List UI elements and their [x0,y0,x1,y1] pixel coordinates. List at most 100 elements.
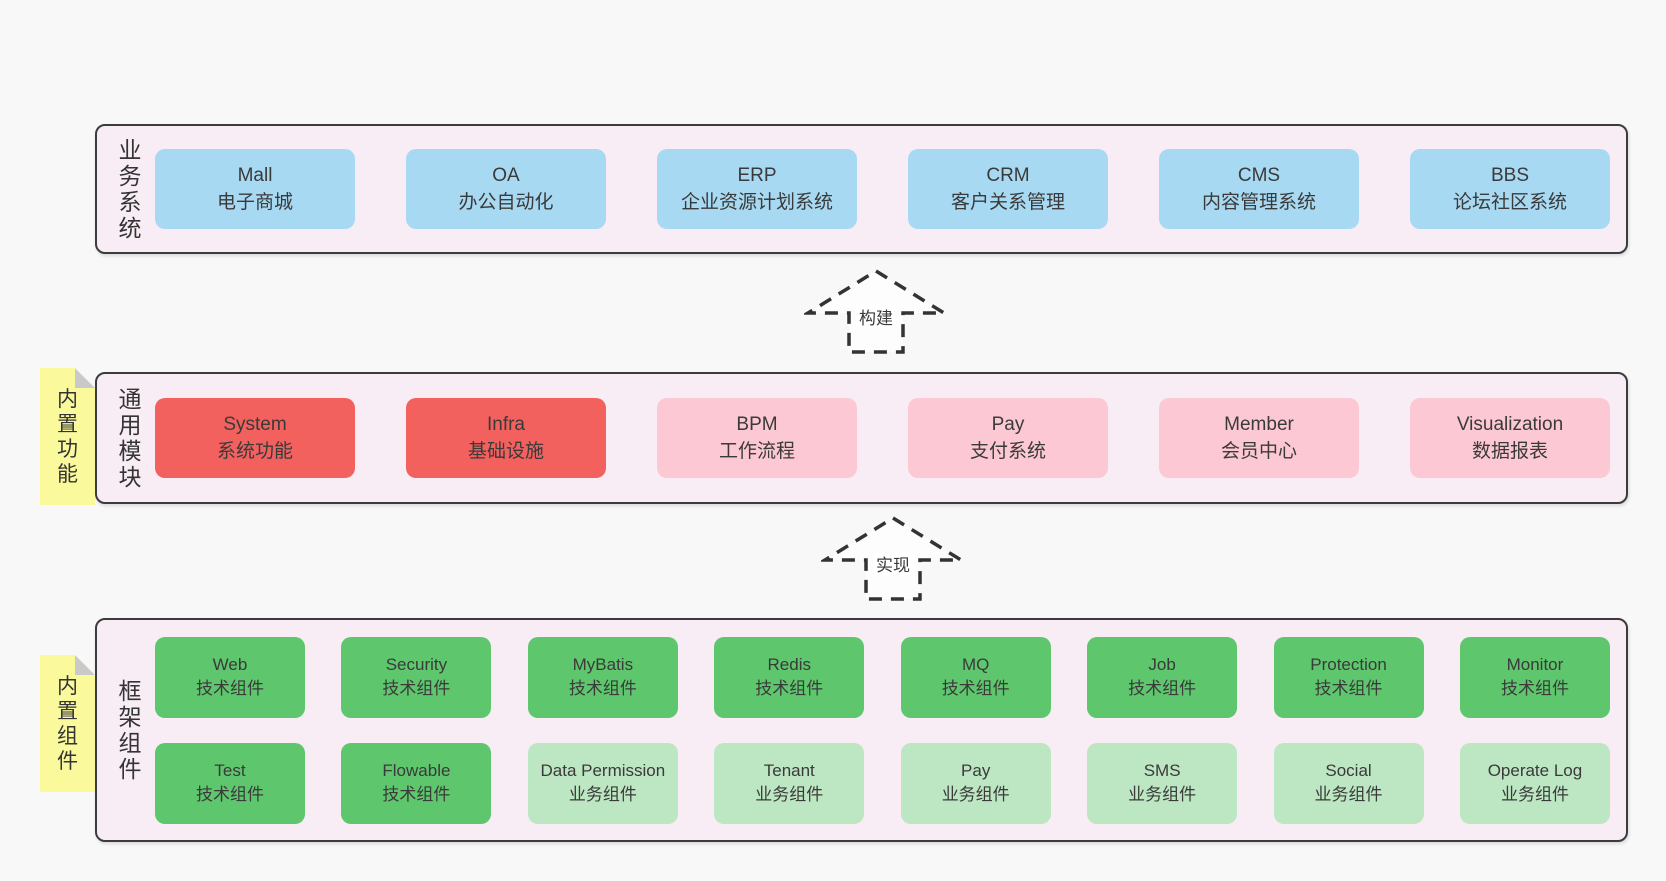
box-mq: MQ 技术组件 [900,636,1051,718]
box-desc: 技术组件 [196,679,264,698]
box-redis: Redis 技术组件 [714,636,865,718]
box-test: Test 技术组件 [155,742,305,824]
box-desc: 技术组件 [941,679,1010,698]
box-name: Test [214,761,246,780]
box-desc: 技术组件 [196,785,264,804]
box-mall: Mall 电子商城 [155,149,355,229]
box-name: Infra [486,414,526,435]
box-monitor: Monitor 技术组件 [1459,636,1610,718]
note-fold-corner-icon [75,368,95,388]
section-label-business-systems: 业务系统 [109,126,151,252]
arrow-implement: 实现 [821,515,965,603]
box-name: Security [385,655,448,674]
arrow-implement-label: 实现 [873,551,913,576]
box-name: Tenant [763,761,815,780]
box-desc: 电子商城 [216,192,293,213]
box-name: Social [1325,761,1372,780]
box-desc: 企业资源计划系统 [680,192,833,213]
box-desc: 技术组件 [568,679,637,698]
section-label-text: 通用模块 [118,386,142,490]
section-label-common-modules: 通用模块 [109,374,151,502]
box-desc: 办公自动化 [458,192,554,213]
box-flowable: Flowable 技术组件 [341,742,492,824]
box-operate-log: Operate Log 业务组件 [1459,742,1610,824]
box-desc: 内容管理系统 [1201,192,1316,213]
box-infra: Infra 基础设施 [406,398,606,478]
box-desc: 技术组件 [1314,679,1383,698]
box-desc: 业务组件 [1314,785,1383,804]
note-builtin-components: 内置组件 [40,655,95,792]
box-desc: 客户关系管理 [950,192,1065,213]
box-name: Web [212,655,248,674]
box-name: Data Permission [540,761,666,780]
box-desc: 工作流程 [718,441,795,462]
box-job: Job 技术组件 [1087,636,1238,718]
section-label-text: 框架组件 [118,678,142,782]
box-security: Security 技术组件 [341,636,492,718]
box-name: MQ [961,655,990,674]
box-desc: 业务组件 [755,785,824,804]
box-name: MyBatis [572,655,634,674]
box-social: Social 业务组件 [1273,742,1424,824]
box-crm: CRM 客户关系管理 [908,149,1108,229]
box-desc: 技术组件 [382,679,451,698]
box-desc: 业务组件 [568,785,637,804]
box-name: CRM [986,165,1030,186]
box-name: Visualization [1456,414,1564,435]
box-name: CMS [1237,165,1281,186]
box-web: Web 技术组件 [155,636,305,718]
box-desc: 技术组件 [1500,679,1569,698]
note-builtin-features: 内置功能 [40,368,95,505]
box-desc: 会员中心 [1220,441,1297,462]
box-tenant: Tenant 业务组件 [714,742,865,824]
box-visualization: Visualization 数据报表 [1410,398,1610,478]
box-name: System [223,414,287,435]
box-desc: 支付系统 [969,441,1046,462]
section-label-text: 业务系统 [118,137,142,241]
box-name: Mall [237,165,273,186]
box-desc: 数据报表 [1471,441,1548,462]
note-text: 内置功能 [56,387,78,486]
box-name: ERP [737,165,777,186]
box-desc: 业务组件 [1128,785,1197,804]
box-name: Member [1224,414,1294,435]
box-member: Member 会员中心 [1159,398,1359,478]
box-name: Monitor [1506,655,1564,674]
box-name: Operate Log [1487,761,1583,780]
box-desc: 技术组件 [382,785,451,804]
box-desc: 技术组件 [755,679,824,698]
note-text: 内置组件 [56,674,78,773]
arrow-build: 构建 [804,268,948,356]
box-sms: SMS 业务组件 [1087,742,1238,824]
arrow-build-label: 构建 [856,304,896,329]
box-desc: 论坛社区系统 [1452,192,1567,213]
box-name: SMS [1143,761,1181,780]
note-fold-corner-icon [75,655,95,675]
box-desc: 业务组件 [1500,785,1569,804]
box-desc: 技术组件 [1128,679,1197,698]
box-name: Redis [767,655,811,674]
box-name: Job [1148,655,1176,674]
box-erp: ERP 企业资源计划系统 [657,149,857,229]
box-desc: 业务组件 [941,785,1010,804]
box-name: BBS [1490,165,1530,186]
box-data-permission: Data Permission 业务组件 [527,742,678,824]
box-name: BPM [736,414,778,435]
box-name: Flowable [382,761,451,780]
box-desc: 基础设施 [467,441,544,462]
box-bbs: BBS 论坛社区系统 [1410,149,1610,229]
